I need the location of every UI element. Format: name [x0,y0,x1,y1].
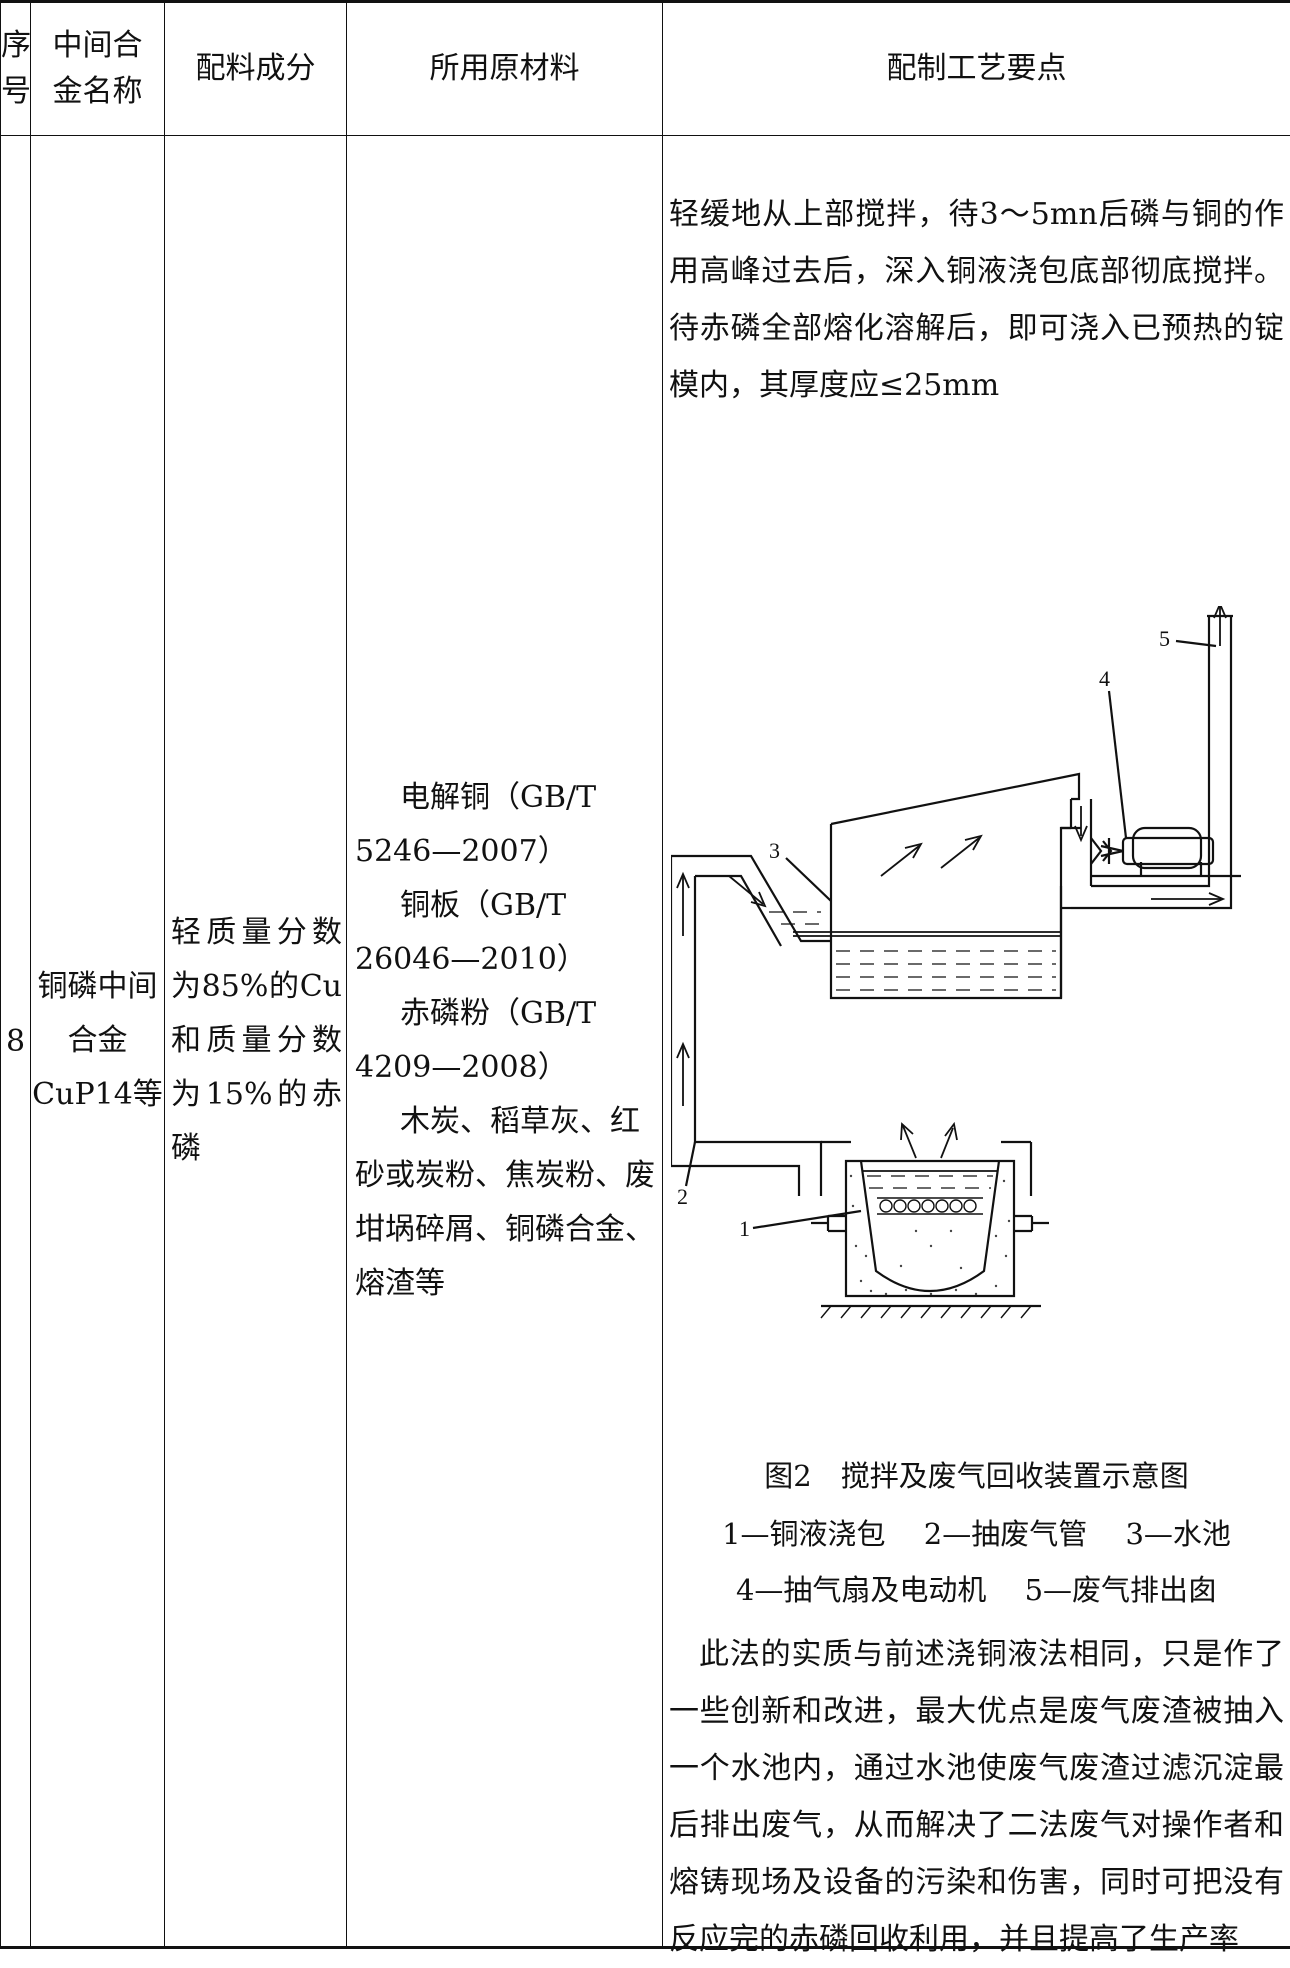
table-header-row: 序号 中间合金名称 配料成分 所用原材料 配制工艺要点 [1,2,1290,136]
header-index: 序号 [1,2,31,136]
composition: 轻质量分数为85%的Cu和质量分数为15%的赤磷 [165,136,347,1948]
header-alloy-name: 中间合金名称 [31,2,165,136]
table-row: 8 铜磷中间合金CuP14等 轻质量分数为85%的Cu和质量分数为15%的赤磷 … [1,136,1290,1948]
row-index: 8 [1,136,31,1948]
legend-item: 4—抽气扇及电动机 [736,1570,986,1610]
header-composition: 配料成分 [165,2,347,136]
legend-item: 5—废气排出囱 [1025,1570,1217,1610]
material-item: 木炭、稻草灰、红砂或炭粉、焦炭粉、废坩埚碎屑、铜磷合金、熔渣等 [355,1095,658,1311]
legend-item: 1—铜液浇包 [722,1514,885,1554]
process-text-bottom: 此法的实质与前述浇铜液法相同，只是作了一些创新和改进，最大优点是废气废渣被抽入一… [669,1626,1284,1968]
figure-legend-line-1: 1—铜液浇包 2—抽废气管 3—水池 [663,1514,1290,1554]
header-materials: 所用原材料 [347,2,663,136]
material-item: 赤磷粉（GB/T 4209—2008） [355,987,658,1095]
label-1: 1 [739,1216,750,1241]
apparatus-diagram: 1 2 3 4 5 [671,606,1267,1376]
material-item: 铜板（GB/T 26046—2010） [355,879,658,987]
label-5: 5 [1159,626,1170,651]
label-3: 3 [769,838,780,863]
legend-item: 3—水池 [1125,1514,1230,1554]
materials-cell: 电解铜（GB/T 5246—2007） 铜板（GB/T 26046—2010） … [347,136,663,1948]
figure-caption: 图2 搅拌及废气回收装置示意图 [663,1456,1290,1496]
label-4: 4 [1099,666,1110,691]
process-cell: 轻缓地从上部搅拌，待3～5mn后磷与铜的作用高峰过去后，深入铜液浇包底部彻底搅拌… [663,136,1290,1948]
alloy-name: 铜磷中间合金CuP14等 [31,136,165,1948]
legend-item: 2—抽废气管 [924,1514,1087,1554]
material-item: 电解铜（GB/T 5246—2007） [355,771,658,879]
process-text-top: 轻缓地从上部搅拌，待3～5mn后磷与铜的作用高峰过去后，深入铜液浇包底部彻底搅拌… [669,186,1284,414]
label-2: 2 [677,1184,688,1209]
figure-legend-line-2: 4—抽气扇及电动机 5—废气排出囱 [663,1570,1290,1610]
header-process: 配制工艺要点 [663,2,1290,136]
